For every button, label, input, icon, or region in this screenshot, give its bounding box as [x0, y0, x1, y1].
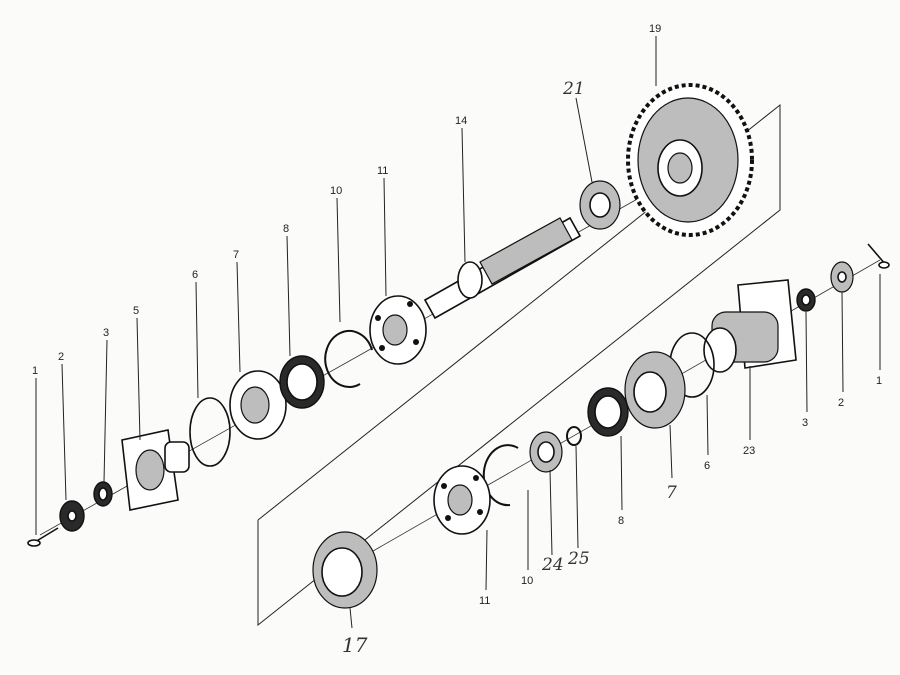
callout-8-lower: 8	[618, 515, 624, 527]
bearing-11-lower	[433, 465, 491, 535]
washer-left	[93, 481, 113, 507]
callout-1-right: 1	[876, 375, 882, 387]
shaft-14	[423, 216, 582, 320]
assembly-frame	[257, 103, 781, 627]
handwritten-25: 25	[567, 549, 590, 569]
callout-7-upper: 7	[233, 249, 239, 261]
flange-5	[121, 429, 190, 511]
bushing-21	[579, 180, 621, 230]
bearing-cover-7-upper	[229, 370, 287, 440]
bearing-cover-7-lower	[624, 351, 686, 429]
callout-2-left: 2	[58, 351, 64, 363]
seal-8-upper	[279, 355, 325, 409]
o-ring-6-upper	[189, 397, 231, 467]
gear-19	[626, 83, 754, 237]
callout-23: 23	[743, 445, 755, 457]
spacer-24	[529, 431, 563, 473]
callout-6-upper: 6	[192, 269, 198, 281]
snap-ring-10-lower	[482, 444, 519, 507]
housing-23	[703, 279, 797, 373]
seal-8-lower	[587, 387, 629, 437]
castle-nut-right	[830, 261, 854, 293]
callout-2-right: 2	[838, 397, 844, 409]
callout-19: 19	[649, 23, 661, 35]
handwritten-17: 17	[342, 633, 368, 657]
callout-5: 5	[133, 305, 139, 317]
washer-right	[796, 288, 816, 312]
callout-3-left: 3	[103, 327, 109, 339]
snap-ring-10-upper	[324, 329, 373, 388]
bearing-11-upper	[369, 295, 427, 365]
cotter-pin-left	[27, 527, 59, 547]
castle-nut-left	[59, 500, 85, 532]
ring-25	[566, 426, 582, 446]
callout-11-upper: 11	[377, 165, 388, 177]
callout-8-upper: 8	[283, 223, 289, 235]
callout-3-right: 3	[802, 417, 808, 429]
callout-10-lower: 10	[521, 575, 533, 587]
callout-11-lower: 11	[479, 595, 490, 607]
cotter-pin-right	[867, 243, 890, 269]
handwritten-21: 21	[562, 79, 585, 99]
handwritten-7: 7	[666, 483, 677, 503]
seal-ring-17	[312, 531, 378, 609]
callout-10-upper: 10	[330, 185, 342, 197]
handwritten-24: 24	[541, 555, 564, 575]
callout-6-lower: 6	[704, 460, 710, 472]
callout-14: 14	[455, 115, 467, 127]
callout-1-left: 1	[32, 365, 38, 377]
leader-lines	[35, 36, 881, 629]
